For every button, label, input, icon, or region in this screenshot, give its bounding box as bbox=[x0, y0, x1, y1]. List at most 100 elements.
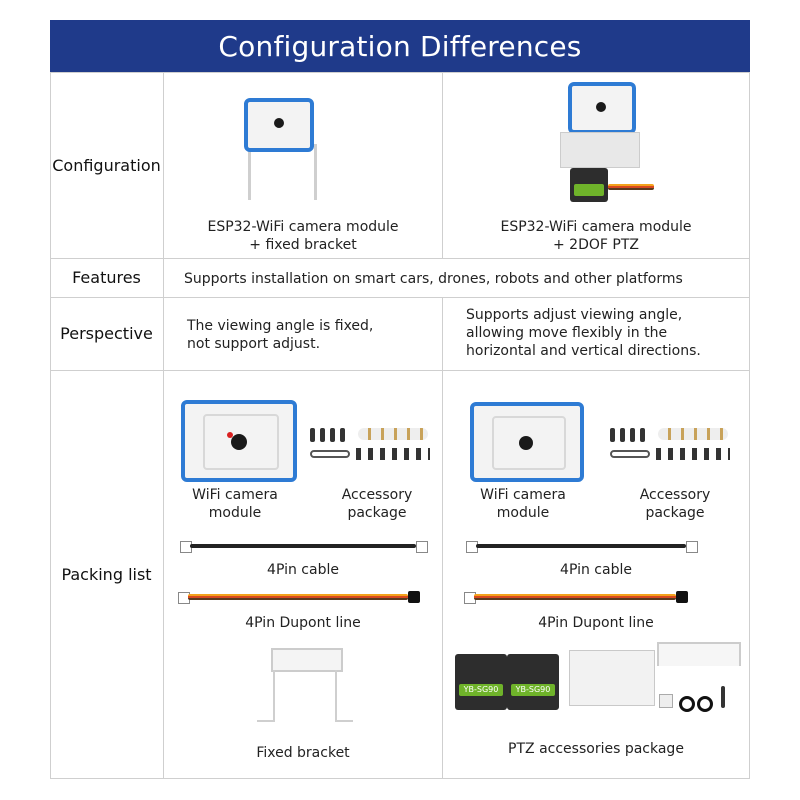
caption-line: WiFi camera bbox=[480, 487, 566, 503]
ptz-base-bracket bbox=[569, 650, 655, 706]
4pin-cable-image bbox=[476, 544, 686, 548]
ptz-accessories-caption: PTZ accessories package bbox=[508, 741, 684, 757]
row-divider bbox=[50, 370, 750, 371]
row-label-perspective: Perspective bbox=[60, 324, 153, 343]
servo-motor: YB-SG90 bbox=[455, 654, 507, 710]
camera-fixed-bracket-image bbox=[238, 94, 338, 204]
washer bbox=[679, 696, 695, 712]
servo-label bbox=[574, 184, 604, 196]
caption-line: + fixed bracket bbox=[249, 237, 357, 253]
bracket-left-foot bbox=[257, 720, 275, 722]
fixed-bracket-caption: Fixed bracket bbox=[256, 745, 350, 761]
bracket-plate bbox=[271, 648, 343, 672]
standoff bbox=[320, 428, 325, 442]
4pin-cable-image bbox=[190, 544, 416, 548]
washer bbox=[697, 696, 713, 712]
row-label-packing-list: Packing list bbox=[61, 564, 152, 584]
servo-label: YB-SG90 bbox=[511, 684, 555, 696]
caption-line: ESP32-WiFi camera module bbox=[207, 219, 399, 235]
perspective-left: The viewing angle is fixed, not support … bbox=[187, 317, 437, 353]
row-divider bbox=[50, 258, 750, 259]
camera-lens bbox=[231, 434, 247, 450]
screw-row bbox=[356, 448, 430, 460]
dupont-connector bbox=[408, 591, 420, 603]
wifi-camera-caption: WiFi camera module bbox=[468, 486, 578, 522]
4pin-dupont-line-image bbox=[474, 594, 676, 600]
caption-line: package bbox=[645, 505, 705, 521]
config-left-caption: ESP32-WiFi camera module + fixed bracket bbox=[164, 218, 442, 254]
4pin-cable-caption: 4Pin cable bbox=[267, 562, 339, 578]
table-border-bottom bbox=[50, 778, 750, 779]
servo-motor bbox=[570, 168, 608, 202]
dupont-connector bbox=[676, 591, 688, 603]
bracket-left-leg bbox=[248, 144, 251, 200]
standoff bbox=[610, 428, 615, 442]
caption-line: module bbox=[208, 505, 262, 521]
page-title: Configuration Differences bbox=[218, 29, 582, 63]
wifi-camera-caption: WiFi camera module bbox=[180, 486, 290, 522]
screw-row bbox=[656, 448, 730, 460]
table-border-top bbox=[50, 72, 750, 73]
bracket-right-leg bbox=[335, 670, 337, 720]
ptz-bracket bbox=[560, 132, 640, 168]
row-label-features: Features bbox=[72, 268, 141, 287]
bracket-left-leg bbox=[273, 670, 275, 720]
camera-ptz-image bbox=[548, 80, 658, 208]
features-text: Supports installation on smart cars, dro… bbox=[184, 271, 683, 287]
4pin-dupont-caption: 4Pin Dupont line bbox=[245, 615, 361, 631]
ptz-u-bracket bbox=[657, 642, 741, 666]
servo-motor: YB-SG90 bbox=[507, 654, 559, 710]
comparison-table: Configuration Features Perspective Packi… bbox=[50, 72, 750, 779]
caption-line: + 2DOF PTZ bbox=[553, 237, 639, 253]
perspective-line: allowing move flexibly in the bbox=[466, 325, 668, 341]
accessory-package-image bbox=[608, 424, 734, 464]
perspective-line: horizontal and vertical directions. bbox=[466, 343, 701, 359]
camera-lens bbox=[274, 118, 284, 128]
camera-lens bbox=[519, 436, 533, 450]
standoff bbox=[640, 428, 645, 442]
caption-line: Accessory bbox=[341, 487, 413, 503]
bracket-right-leg bbox=[314, 144, 317, 200]
perspective-line: not support adjust. bbox=[187, 336, 321, 352]
wifi-camera-module-image bbox=[470, 402, 584, 482]
perspective-right: Supports adjust viewing angle, allowing … bbox=[466, 306, 746, 360]
wifi-camera-module-image bbox=[181, 400, 297, 482]
table-border-right bbox=[749, 72, 750, 779]
nut-row bbox=[658, 428, 728, 440]
cable-connector bbox=[416, 541, 428, 553]
camera-module bbox=[244, 98, 314, 152]
caption-line: package bbox=[347, 505, 407, 521]
4pin-cable-caption: 4Pin cable bbox=[560, 562, 632, 578]
row-label-configuration: Configuration bbox=[52, 155, 161, 175]
screw bbox=[721, 686, 725, 708]
caption-line: WiFi camera bbox=[192, 487, 278, 503]
washer-row bbox=[610, 450, 650, 458]
caption-line: ESP32-WiFi camera module bbox=[500, 219, 692, 235]
accessory-package-image bbox=[308, 424, 434, 464]
page-title-banner: Configuration Differences bbox=[50, 20, 750, 72]
perspective-line: The viewing angle is fixed, bbox=[187, 318, 374, 334]
standoff bbox=[330, 428, 335, 442]
spacer bbox=[659, 694, 673, 708]
indicator-dot bbox=[227, 432, 233, 438]
camera-face-outline bbox=[203, 414, 279, 470]
row-divider bbox=[50, 297, 750, 298]
fixed-bracket-image bbox=[255, 646, 355, 736]
cable-connector bbox=[686, 541, 698, 553]
camera-face-outline bbox=[492, 416, 566, 470]
nut-row bbox=[358, 428, 428, 440]
bracket-right-foot bbox=[335, 720, 353, 722]
standoff bbox=[340, 428, 345, 442]
column-divider bbox=[442, 72, 443, 258]
standoff bbox=[620, 428, 625, 442]
accessory-caption: Accessory package bbox=[322, 486, 432, 522]
perspective-line: Supports adjust viewing angle, bbox=[466, 307, 683, 323]
column-divider bbox=[442, 297, 443, 779]
4pin-dupont-line-image bbox=[188, 594, 408, 600]
caption-line: module bbox=[496, 505, 550, 521]
standoff bbox=[630, 428, 635, 442]
accessory-caption: Accessory package bbox=[620, 486, 730, 522]
4pin-dupont-caption: 4Pin Dupont line bbox=[538, 615, 654, 631]
column-divider bbox=[163, 72, 164, 779]
caption-line: Accessory bbox=[639, 487, 711, 503]
